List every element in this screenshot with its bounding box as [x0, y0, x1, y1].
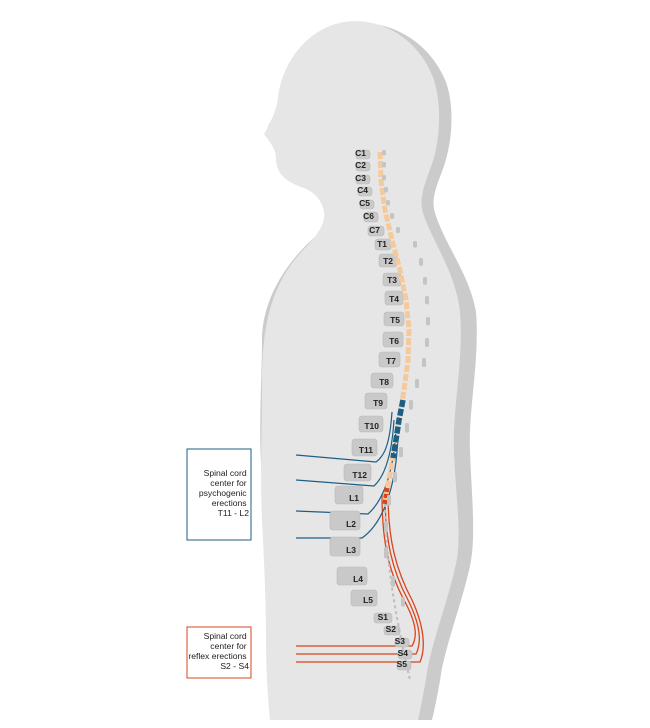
vertebra-label-l4: L4	[353, 574, 363, 584]
spinous-process-c1	[382, 150, 386, 156]
vertebra-body-l2	[329, 510, 361, 531]
vertebra-label-t1: T1	[377, 239, 387, 249]
psychogenic-nerve-line-1	[295, 411, 393, 463]
vertebra-label-t5: T5	[390, 315, 400, 325]
psychogenic-callout-line-3: psychogenic	[199, 488, 247, 498]
vertebra-body-t4	[384, 290, 404, 306]
vertebra-label-t11: T11	[359, 445, 373, 455]
spinous-process-c4	[384, 187, 388, 193]
vertebra-label-t9: T9	[373, 398, 383, 408]
svg-text:Spinal cord center for: Spinal cord center for psychogenic erect…	[199, 468, 249, 518]
vertebra-label-c5: C5	[359, 198, 370, 208]
psychogenic-callout-line-4: erections	[212, 498, 247, 508]
vertebra-label-t3: T3	[387, 275, 397, 285]
vertebra-label-l1: L1	[349, 493, 359, 503]
vertebra-body-t11	[351, 438, 378, 457]
psychogenic-nerve-line-2	[295, 419, 395, 487]
vertebra-label-t4: T4	[389, 294, 399, 304]
psychogenic-callout-box	[186, 448, 252, 541]
reflex-callout-line-4: S2 - S4	[220, 661, 249, 671]
vertebra-body-s5	[396, 660, 412, 671]
spinous-process-t11	[399, 447, 403, 458]
spinous-process-c3	[382, 175, 386, 181]
spinous-process-l4	[391, 576, 395, 587]
psychogenic-callout-line-5: T11 - L2	[218, 508, 250, 518]
vertebra-body-t10	[358, 415, 384, 433]
vertebra-label-t2: T2	[383, 256, 393, 266]
spinal-cord-psychogenic-segment	[390, 399, 406, 459]
vertebra-label-s1: S1	[378, 612, 389, 622]
vertebra-label-c4: C4	[357, 185, 368, 195]
vertebra-body-t7	[378, 351, 401, 368]
vertebra-body-c2	[355, 161, 371, 172]
vertebra-body-l1	[334, 485, 364, 505]
spinous-process-t12	[393, 472, 397, 483]
vertebra-label-c3: C3	[355, 173, 366, 183]
spinous-process-t5	[426, 317, 430, 326]
vertebra-label-s5: S5	[397, 659, 408, 669]
vertebra-body-t5	[383, 311, 405, 327]
reflex-callout-line-2: center for	[210, 641, 246, 651]
vertebra-label-l5: L5	[363, 595, 373, 605]
spinous-process-l1	[387, 495, 391, 506]
vertebra-body-t9	[364, 392, 388, 410]
vertebra-label-t10: T10	[364, 421, 379, 431]
vertebra-body-c6	[363, 211, 379, 223]
spinous-process-t3	[423, 277, 427, 285]
spinous-process-l3	[384, 547, 388, 559]
vertebra-label-c2: C2	[355, 160, 366, 170]
spinous-process-l2	[384, 521, 388, 533]
vertebra-label-l3: L3	[346, 545, 356, 555]
reflex-callout: Spinal cord center for reflex erections …	[186, 626, 252, 679]
psychogenic-callout: Spinal cord center for psychogenic erect…	[186, 448, 252, 541]
vertebra-body-c5	[359, 199, 375, 210]
vertebra-body-t8	[370, 372, 394, 389]
psychogenic-callout-line-2: center for	[210, 478, 246, 488]
vertebra-label-l2: L2	[346, 519, 356, 529]
spinous-process-l5	[401, 597, 405, 607]
spinous-process-c5	[386, 200, 390, 206]
vertebra-label-c1: C1	[355, 148, 366, 158]
spinous-process-t7	[422, 358, 426, 367]
spinous-process-t2	[419, 258, 423, 266]
vertebra-label-t7: T7	[386, 356, 396, 366]
spinous-process-c2	[382, 162, 386, 168]
vertebra-label-t8: T8	[379, 377, 389, 387]
reflex-callout-box	[186, 626, 252, 679]
spinous-process-t9	[409, 400, 413, 410]
vertebra-body-t6	[382, 331, 404, 348]
spinous-process-c6	[390, 213, 394, 219]
vertebra-body-l5	[350, 589, 378, 607]
psychogenic-callout-line-1: Spinal cord	[204, 468, 247, 478]
vertebra-body-l4	[336, 566, 368, 586]
reflex-nerve-line-3	[296, 493, 424, 663]
svg-text:Spinal cord center for: Spinal cord center for reflex erections …	[188, 631, 249, 671]
vertebra-label-t6: T6	[389, 336, 399, 346]
vertebra-body-s1	[373, 612, 393, 624]
vertebra-label-s2: S2	[386, 624, 397, 634]
vertebra-label-t12: T12	[352, 470, 367, 480]
spinous-process-t4	[425, 296, 429, 305]
spinous-process-t10	[405, 423, 409, 433]
vertebra-label-s4: S4	[398, 648, 409, 658]
reflex-callout-line-1: Spinal cord	[204, 631, 247, 641]
vertebra-label-s3: S3	[395, 636, 406, 646]
vertebra-body-l3	[329, 536, 361, 557]
vertebra-label-c7: C7	[369, 225, 380, 235]
vertebra-body-c3	[355, 174, 371, 185]
vertebra-body-c4	[357, 186, 373, 197]
vertebra-body-c1	[355, 149, 371, 160]
spinous-process-c7	[396, 227, 400, 233]
vertebra-body-c7	[367, 225, 385, 237]
reflex-callout-line-3: reflex erections	[188, 651, 246, 661]
vertebra-label-c6: C6	[363, 211, 374, 221]
body-silhouette	[261, 21, 461, 720]
spinous-process-t1	[413, 241, 417, 248]
spinous-process-t6	[425, 338, 429, 347]
spinous-process-t8	[415, 379, 419, 388]
vertebra-body-t12	[343, 463, 372, 482]
spinal-cord-reflex-segment	[382, 487, 390, 505]
